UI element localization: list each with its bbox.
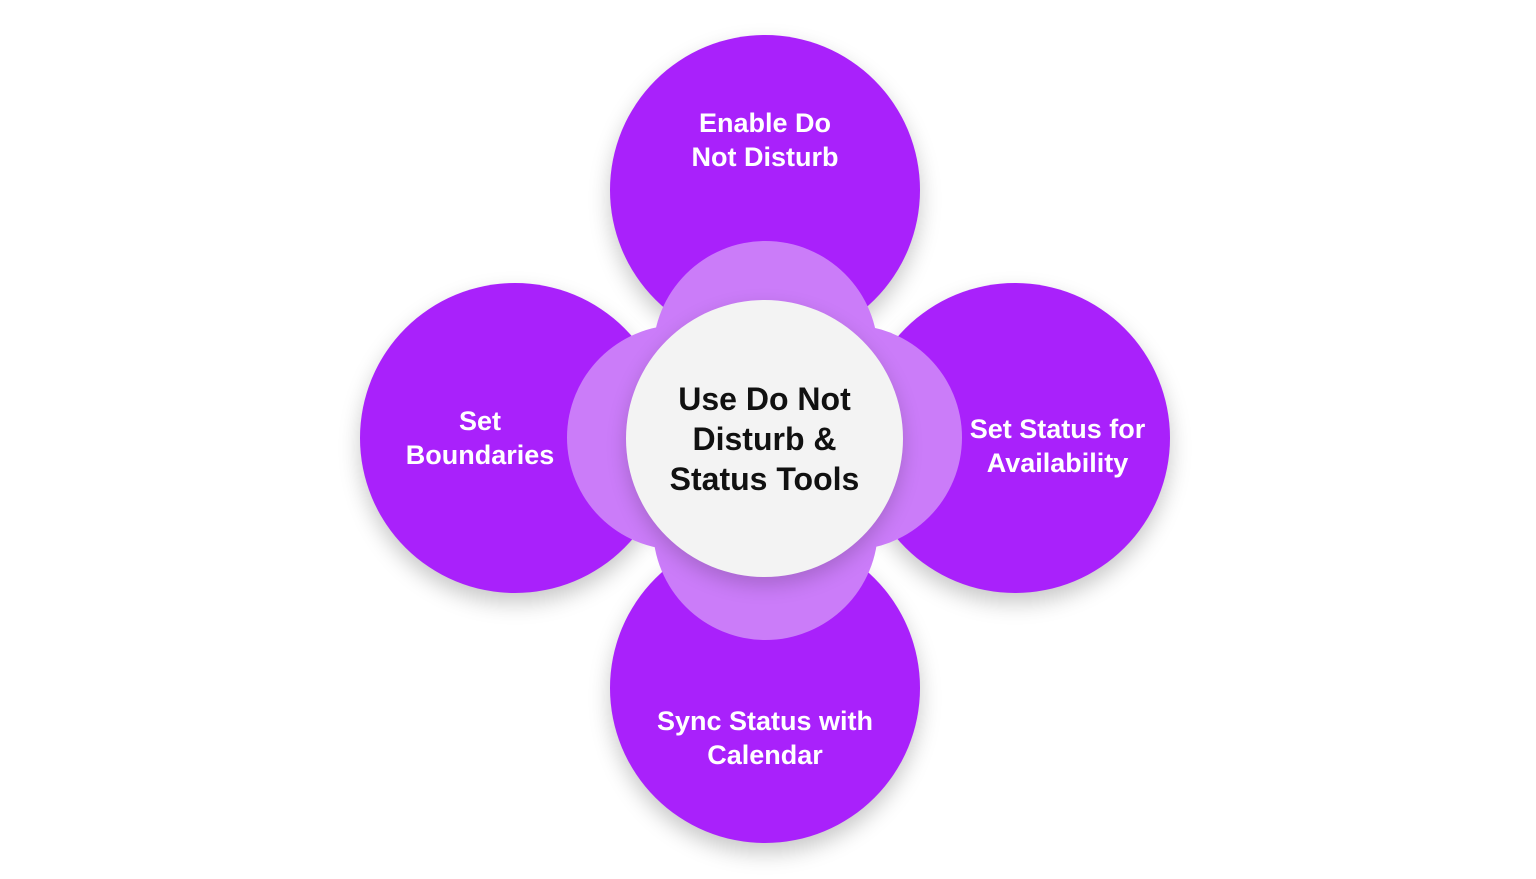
center-label: Use Do Not Disturb & Status Tools bbox=[669, 380, 860, 497]
petal-label-top: Enable Do Not Disturb bbox=[691, 108, 839, 172]
petal-label-left: Set Boundaries bbox=[405, 406, 555, 470]
petal-label-bottom: Sync Status with Calendar bbox=[656, 706, 874, 770]
center-hub: Use Do Not Disturb & Status Tools bbox=[626, 300, 903, 577]
petal-label-right: Set Status for Availability bbox=[969, 414, 1146, 478]
